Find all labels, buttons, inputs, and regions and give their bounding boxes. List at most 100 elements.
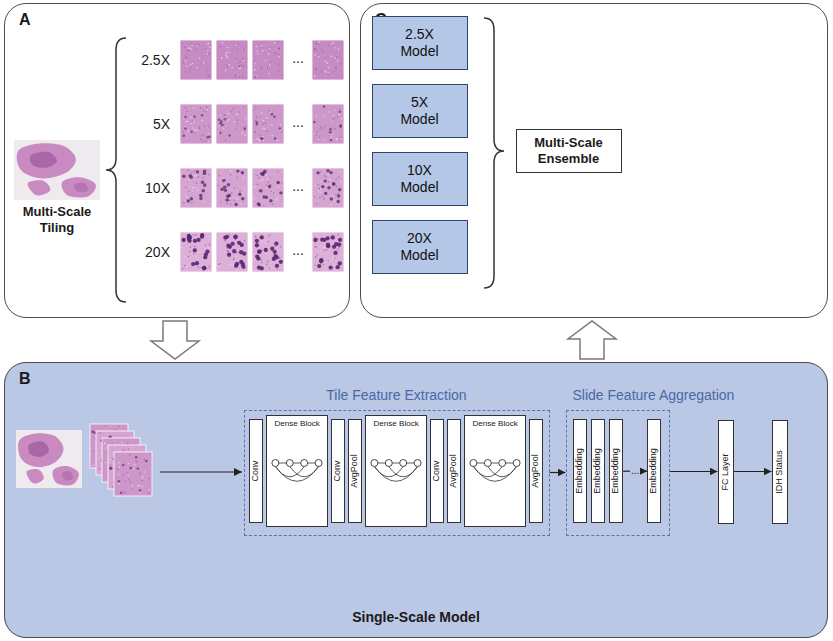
decoration (207, 133, 209, 135)
box-label: Embedding (649, 448, 659, 494)
decoration (336, 178, 338, 180)
decoration (326, 243, 330, 247)
decoration (260, 259, 262, 261)
decoration (109, 459, 111, 461)
decoration (333, 42, 335, 44)
decoration (182, 268, 184, 270)
dense-node (499, 460, 506, 467)
decoration (315, 246, 317, 248)
decoration (207, 50, 209, 52)
decoration (280, 124, 282, 126)
decoration (268, 53, 270, 55)
decoration (231, 111, 233, 113)
decoration (340, 136, 342, 138)
decoration (318, 184, 320, 186)
decoration (182, 247, 184, 249)
decoration (274, 137, 277, 140)
decoration (239, 66, 241, 68)
decoration (323, 247, 325, 249)
decoration (323, 264, 325, 266)
decoration (187, 197, 189, 199)
decoration (207, 109, 209, 111)
decoration (226, 64, 228, 66)
decoration (199, 197, 202, 200)
decoration (191, 42, 193, 44)
decoration (262, 179, 264, 181)
decoration (185, 200, 187, 202)
decoration (340, 138, 342, 140)
decoration (236, 114, 238, 116)
decoration (339, 108, 341, 110)
decoration (267, 66, 269, 68)
decoration (241, 121, 243, 123)
decoration (187, 199, 190, 202)
decoration (218, 264, 220, 266)
decoration (144, 471, 146, 473)
group-box: Slide Feature AggregationEmbeddingEmbedd… (566, 410, 670, 536)
decoration (318, 236, 320, 238)
decoration (261, 262, 263, 264)
decoration (208, 174, 210, 176)
decoration (274, 42, 276, 44)
decoration (281, 131, 283, 133)
panel: BSingle-Scale ModelTile Feature Extracti… (4, 362, 828, 638)
ellipsis: ... (286, 178, 310, 194)
decoration (180, 232, 212, 272)
decoration (278, 56, 280, 58)
decoration (316, 171, 319, 174)
decoration (277, 140, 279, 142)
decoration (261, 45, 263, 47)
box-label: Dense Block (267, 420, 327, 429)
decoration (324, 192, 327, 195)
decoration (271, 111, 273, 113)
decoration (109, 464, 111, 466)
decoration (202, 189, 205, 192)
decoration (230, 174, 232, 176)
decoration (322, 127, 324, 129)
decoration (148, 478, 150, 480)
decoration (242, 65, 244, 67)
decoration (280, 246, 282, 248)
decoration (231, 192, 233, 194)
decoration (266, 253, 268, 255)
decoration (252, 168, 284, 208)
decoration (52, 466, 78, 486)
tissue-tile (114, 452, 152, 496)
dense-node (513, 460, 520, 467)
dense-link (477, 463, 484, 464)
decoration (330, 197, 333, 200)
tissue-tile (252, 232, 284, 272)
decoration (186, 65, 188, 67)
decoration (332, 182, 335, 185)
dense-node (286, 460, 293, 467)
decoration (333, 251, 337, 255)
decoration (193, 121, 195, 123)
decoration (207, 69, 209, 71)
decoration (193, 234, 195, 236)
decoration (199, 251, 201, 253)
decoration (266, 118, 268, 120)
decoration (132, 447, 134, 449)
decoration (238, 62, 240, 64)
decoration (224, 140, 226, 142)
decoration (93, 431, 96, 434)
decoration (209, 244, 211, 246)
decoration (316, 131, 318, 133)
decoration (220, 244, 222, 246)
decoration (228, 194, 231, 197)
layer-box: FC Layer (718, 420, 734, 524)
decoration (323, 139, 325, 141)
decoration (110, 426, 112, 428)
decoration (207, 73, 209, 75)
decoration (323, 105, 326, 108)
tissue-tile (312, 232, 344, 272)
decoration (132, 486, 134, 488)
decoration (260, 235, 264, 239)
decoration (273, 192, 275, 194)
decoration (331, 56, 333, 58)
dense-link (506, 463, 513, 464)
decoration (134, 464, 136, 466)
decoration (242, 77, 244, 79)
decoration (252, 40, 284, 80)
decoration (141, 480, 143, 482)
